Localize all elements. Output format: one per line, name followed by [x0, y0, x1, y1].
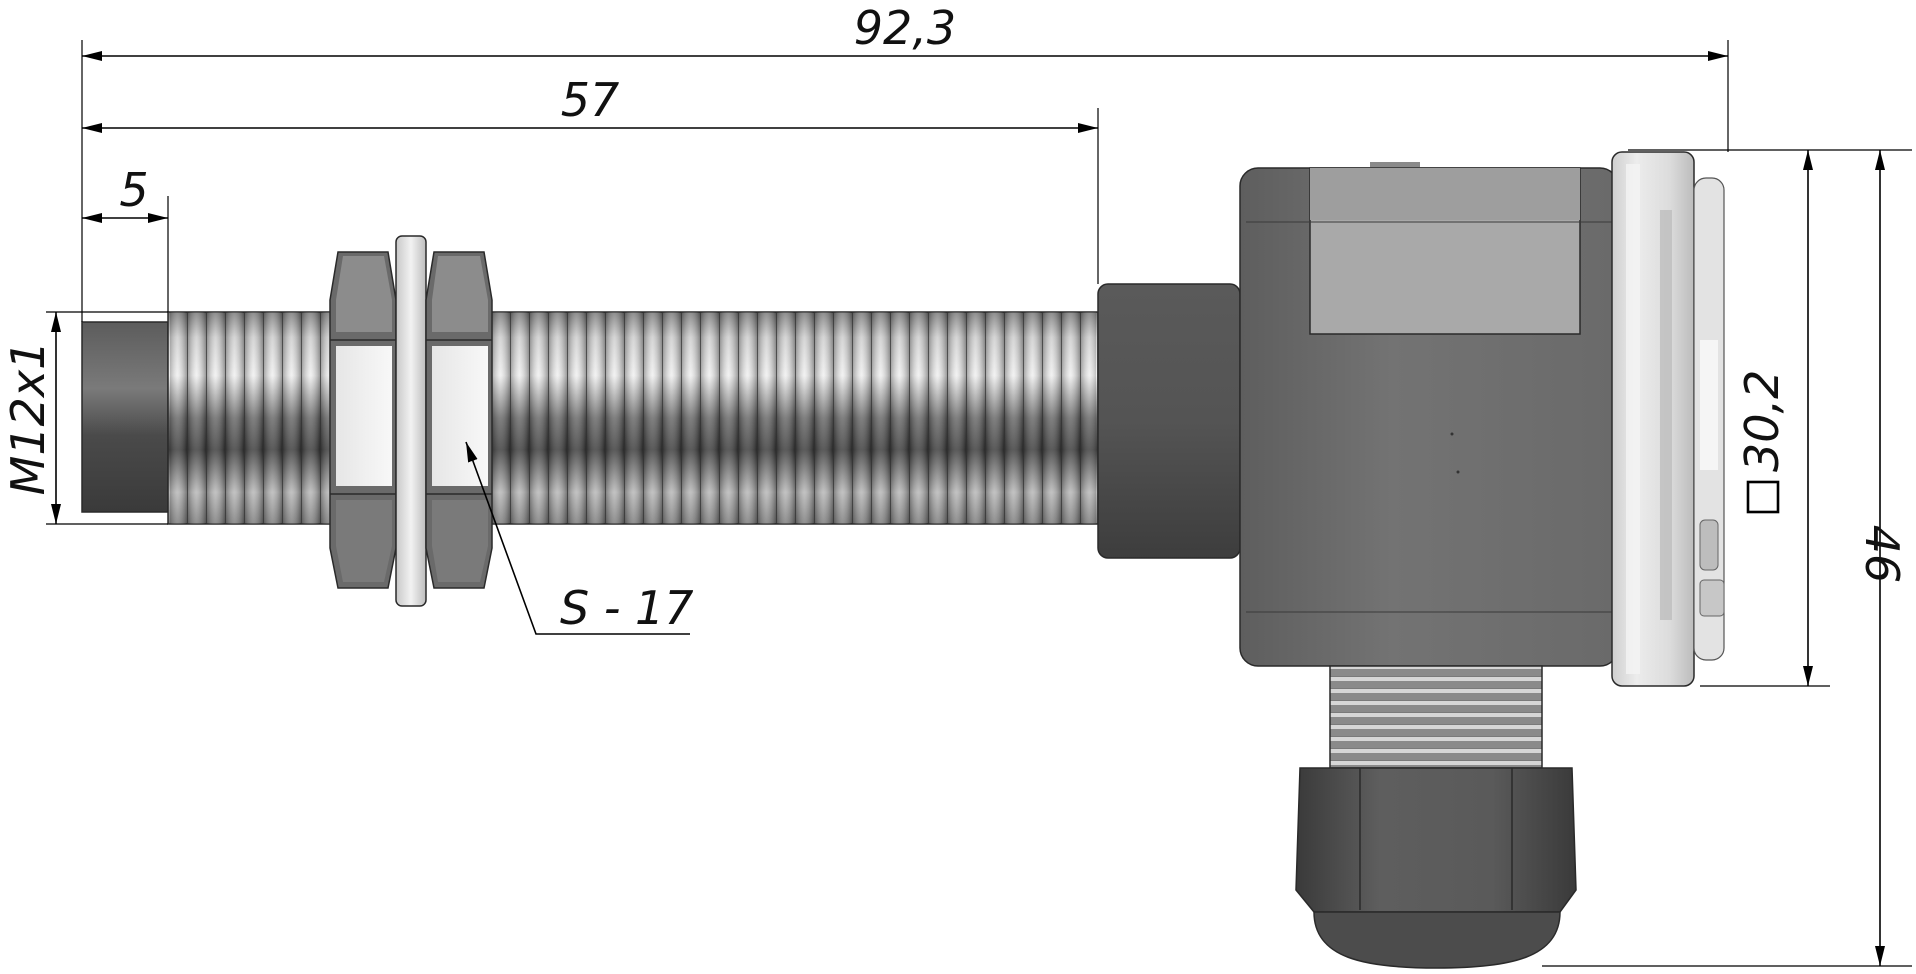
dim-wrench-leader	[465, 441, 690, 635]
sensor-housing	[1239, 151, 1725, 687]
square-symbol-icon	[1746, 480, 1780, 514]
hex-nut-left	[329, 251, 397, 589]
dim-wrench-label: S - 17	[560, 581, 694, 635]
lock-washer	[395, 235, 427, 607]
gland-dome	[1313, 911, 1561, 969]
dim-thread-spec-label: M12x1	[1, 341, 55, 496]
dim-tip-label: 5	[119, 163, 148, 217]
dim-overall-label: 92,3	[854, 1, 956, 55]
gland-nut	[1295, 767, 1577, 913]
dim-height-label: 46	[1855, 525, 1909, 584]
dim-square-label: 30,2	[1735, 370, 1789, 472]
mounting-nut-assembly	[329, 235, 493, 607]
sensor-body	[81, 283, 1241, 559]
dim-thread-label: 57	[561, 73, 620, 127]
housing-top-ridge	[1370, 162, 1420, 170]
hex-nut-right	[425, 251, 493, 589]
gland-thread	[1329, 665, 1543, 769]
cable-gland	[1295, 665, 1577, 969]
indicator-cap	[1611, 151, 1725, 687]
sensor-tip	[81, 321, 169, 513]
housing-neck	[1097, 283, 1241, 559]
thread-ribs	[170, 312, 1096, 524]
